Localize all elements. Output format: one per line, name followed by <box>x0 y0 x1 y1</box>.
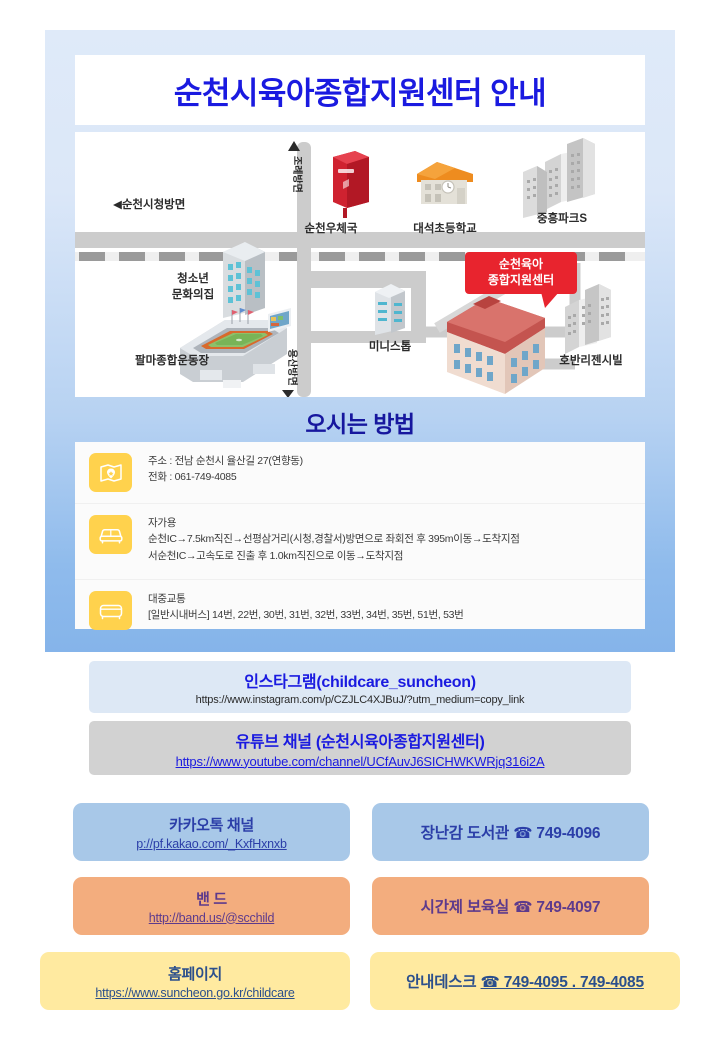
hourly-care-box[interactable]: 시간제 보육실 ☎ 749-4097 <box>372 877 649 935</box>
car-icon <box>89 515 132 554</box>
hourly-care-label: 시간제 보육실 ☎ 749-4097 <box>420 899 601 916</box>
directions-row-bus: 대중교통 [일반시내버스] 14번, 22번, 30번, 31번, 32번, 3… <box>75 580 645 630</box>
map-pin-icon <box>89 453 132 492</box>
info-desk-label: 안내데스크 ☎ 749-4095 . 749-4085 <box>406 970 644 992</box>
car-route-2: 서순천IC→고속도로 진출 후 1.0km직진으로 이동→도착지점 <box>148 549 404 562</box>
toy-library-box[interactable]: 장난감 도서관 ☎ 749-4096 <box>372 803 649 861</box>
directions-text-address: 주소 : 전남 순천시 율산길 27(연향동) 전화 : 061-749-408… <box>148 451 303 486</box>
apartment-cluster-icon-2 <box>565 284 611 354</box>
school-building-icon <box>417 162 473 204</box>
car-route-1: 순천IC→7.5km직진→선평삼거리(시청,경찰서)방면으로 좌회전 후 395… <box>148 533 520 546</box>
map-label-hoban: 호반리젠시빌 <box>559 353 622 367</box>
map-label-elementary-school: 대석초등학교 <box>413 221 477 235</box>
info-desk-numbers[interactable]: ☎ 749-4095 . 749-4085 <box>480 974 645 991</box>
homepage-box[interactable]: 홈페이지 https://www.suncheon.go.kr/childcar… <box>40 952 350 1010</box>
apartment-cluster-icon <box>523 138 595 218</box>
homepage-url[interactable]: https://www.suncheon.go.kr/childcare <box>95 985 295 1000</box>
youtube-url[interactable]: https://www.youtube.com/channel/UCfAuvJ6… <box>175 753 545 769</box>
map-label-post-office: 순천우체국 <box>305 221 358 235</box>
bus-heading: 대중교통 <box>148 593 186 605</box>
ways-heading: 오시는 방법 <box>305 411 415 437</box>
map-label-city-hall: ◀순천시청방면 <box>113 197 185 211</box>
road-vertical-main <box>297 142 311 397</box>
post-box-icon <box>333 151 369 218</box>
title-strip: 순천시육아종합지원센터 안내 <box>75 55 645 125</box>
map-label-jorye: 조례방면 <box>291 156 304 193</box>
directions-panel: 주소 : 전남 순천시 율산길 27(연향동) 전화 : 061-749-408… <box>75 442 645 630</box>
arrow-up-icon <box>288 141 300 151</box>
band-url[interactable]: http://band.us/@scchild <box>148 910 275 925</box>
youtube-title: 유튜브 채널 (순천시육아종합지원센터) <box>235 733 485 751</box>
homepage-title: 홈페이지 <box>167 965 222 983</box>
directions-row-address: 주소 : 전남 순천시 율산길 27(연향동) 전화 : 061-749-408… <box>75 442 645 504</box>
office-building-icon <box>223 242 265 318</box>
directions-text-car: 자가용 순천IC→7.5km직진→선평삼거리(시청,경찰서)방면으로 좌회전 후… <box>148 513 520 564</box>
map-label-yongsan: 용산방면 <box>286 349 299 386</box>
map-label-ministop: 미니스톱 <box>369 339 412 353</box>
address-line: 주소 : 전남 순천시 율산길 27(연향동) <box>148 455 303 467</box>
instagram-box[interactable]: 인스타그램(childcare_suncheon) https://www.in… <box>89 661 631 713</box>
map-label-stadium: 팔마종합운동장 <box>135 353 209 367</box>
kakao-title: 카카오톡 채널 <box>169 816 254 834</box>
page-title: 순천시육아종합지원센터 안내 <box>173 75 547 111</box>
toy-library-label: 장난감 도서관 ☎ 749-4096 <box>420 825 601 842</box>
car-heading: 자가용 <box>148 517 177 529</box>
center-building-icon <box>447 296 545 394</box>
youtube-box[interactable]: 유튜브 채널 (순천시육아종합지원센터) https://www.youtube… <box>89 721 631 775</box>
road-median-dashes <box>79 252 625 261</box>
stadium-icon <box>180 308 291 388</box>
map-label-jungheung-park: 중흥파크S <box>537 211 587 225</box>
callout-line-1: 순천육아 <box>499 256 543 271</box>
kakao-channel-box[interactable]: 카카오톡 채널 p://pf.kakao.com/_KxfHxnxb <box>73 803 350 861</box>
small-building-icon <box>375 284 405 335</box>
instagram-title: 인스타그램(childcare_suncheon) <box>244 674 476 691</box>
info-desk-box[interactable]: 안내데스크 ☎ 749-4095 . 749-4085 <box>370 952 680 1010</box>
directions-row-car: 자가용 순천IC→7.5km직진→선평삼거리(시청,경찰서)방면으로 좌회전 후… <box>75 504 645 580</box>
map-label-youth-center-line2: 문화의집 <box>172 287 214 301</box>
road-horizontal-main <box>75 232 645 248</box>
band-box[interactable]: 밴 드 http://band.us/@scchild <box>73 877 350 935</box>
location-map: ◀순천시청방면 조례방면 용산방면 순천우체국 <box>75 132 645 397</box>
band-title: 밴 드 <box>196 890 227 908</box>
phone-line: 전화 : 061-749-4085 <box>148 471 237 484</box>
map-label-youth-center-line1: 청소년 <box>177 271 209 285</box>
map-graphic: ◀순천시청방면 조례방면 용산방면 순천우체국 <box>75 132 645 397</box>
instagram-url[interactable]: https://www.instagram.com/p/CZJLC4XJBuJ/… <box>195 694 525 706</box>
kakao-url[interactable]: p://pf.kakao.com/_KxfHxnxb <box>136 836 287 851</box>
bus-numbers: [일반시내버스] 14번, 22번, 30번, 31번, 32번, 33번, 3… <box>148 609 464 622</box>
arrow-down-icon <box>282 390 294 397</box>
directions-text-bus: 대중교통 [일반시내버스] 14번, 22번, 30번, 31번, 32번, 3… <box>148 589 464 624</box>
bus-icon <box>89 591 132 630</box>
poster-card: 순천시육아종합지원센터 안내 <box>45 30 675 652</box>
callout-line-2: 종합지원센터 <box>488 272 554 287</box>
info-desk-prefix: 안내데스크 <box>406 974 481 991</box>
map-callout-center: 순천육아 종합지원센터 <box>465 252 577 308</box>
